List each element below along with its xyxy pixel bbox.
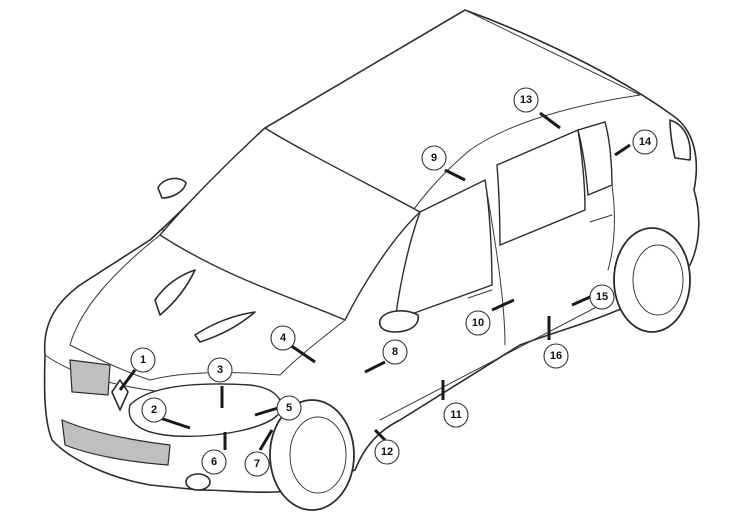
leader-13 (539, 111, 561, 130)
leader-7 (258, 429, 274, 451)
front-wheel (269, 399, 355, 511)
callout-3: 3 (207, 357, 233, 383)
callout-label: 15 (596, 291, 608, 303)
callout-16: 16 (543, 343, 569, 369)
callout-14: 14 (632, 129, 658, 155)
roof-mirror-antenna (157, 177, 187, 199)
callout-label: 3 (217, 364, 223, 376)
callout-label: 5 (286, 402, 292, 414)
callout-11: 11 (443, 402, 469, 428)
rear-door-window (496, 129, 586, 247)
rear-door-handle (589, 214, 613, 223)
leader-14 (614, 143, 631, 157)
fog-light (185, 473, 211, 491)
leader-12 (373, 428, 387, 442)
callout-label: 4 (280, 332, 287, 344)
callout-label: 6 (211, 456, 217, 468)
rear-tail-light (669, 119, 692, 161)
callout-12: 12 (374, 439, 400, 465)
callout-8: 8 (382, 339, 408, 365)
leader-9 (444, 168, 466, 182)
upper-grille (69, 359, 111, 396)
leader-1 (118, 369, 137, 391)
sill-line (379, 299, 611, 421)
leader-lines (118, 111, 631, 451)
leader-8 (364, 360, 386, 374)
callout-10: 10 (465, 310, 491, 336)
callout-label: 13 (520, 94, 532, 106)
callout-1: 1 (130, 347, 156, 373)
callout-label: 7 (254, 458, 260, 470)
lower-grille (61, 419, 171, 466)
roof-panel (159, 9, 641, 231)
callout-label: 1 (140, 354, 146, 366)
callout-5: 5 (276, 395, 302, 421)
callout-label: 16 (550, 350, 562, 362)
rear-door-line (607, 184, 615, 271)
front-door-window (394, 178, 493, 322)
leader-15 (571, 295, 591, 307)
rear-wheel-rim (632, 244, 684, 316)
hood-scoop-left (154, 269, 196, 316)
car-illustration (43, 9, 700, 511)
callout-label: 8 (392, 346, 398, 358)
callout-label: 10 (472, 317, 484, 329)
callout-13: 13 (513, 87, 539, 113)
leader-2 (159, 416, 191, 430)
callout-9: 9 (421, 145, 447, 171)
hood-scoop-right (194, 311, 256, 343)
front-door-line (484, 179, 506, 346)
callout-label: 2 (151, 404, 157, 416)
callout-label: 14 (639, 136, 652, 148)
leader-5 (254, 406, 279, 417)
leader-4 (289, 343, 316, 364)
callout-label: 11 (450, 409, 462, 421)
front-door-handle (467, 289, 493, 299)
callout-15: 15 (589, 284, 615, 310)
callout-6: 6 (201, 449, 227, 475)
callout-label: 9 (431, 152, 437, 164)
front-wheel-rim (289, 416, 347, 494)
callout-label: 12 (381, 446, 393, 458)
leader-10 (491, 298, 515, 312)
callout-2: 2 (141, 397, 167, 423)
callout-4: 4 (270, 325, 296, 351)
side-mirror (378, 310, 419, 333)
quarter-window (577, 121, 613, 197)
brand-emblem (111, 379, 129, 411)
rear-wheel (613, 227, 691, 333)
callout-7: 7 (244, 451, 270, 477)
